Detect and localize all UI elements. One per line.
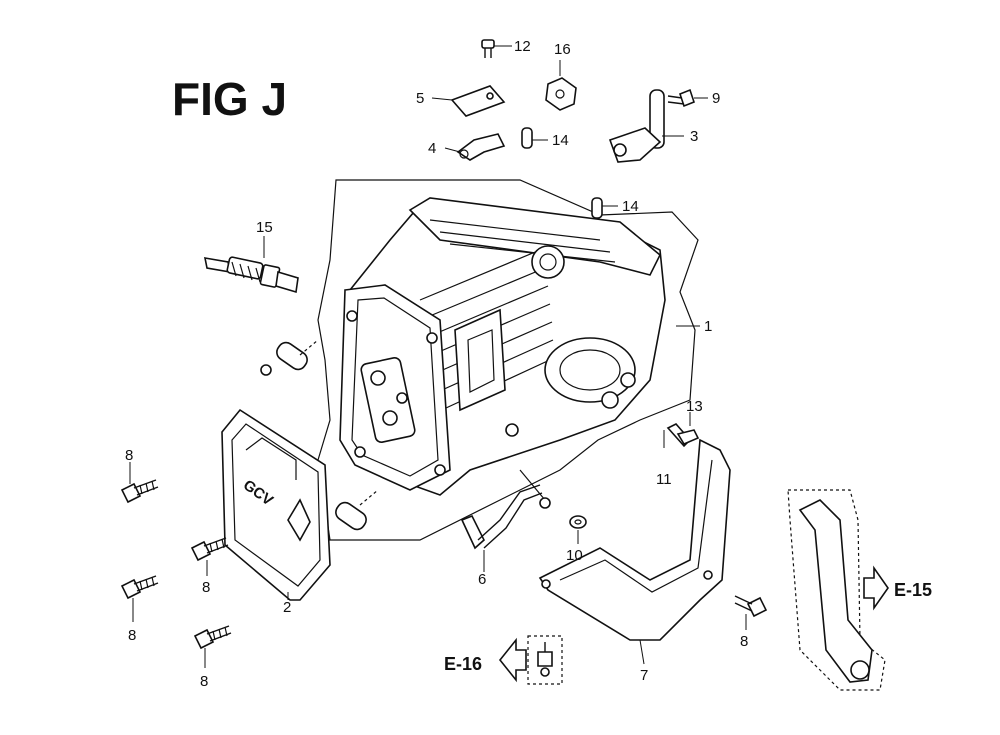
callout-12: 12 xyxy=(514,38,531,55)
spark-plug xyxy=(203,256,299,294)
figure-title: FIG J xyxy=(172,73,287,125)
callout-8-b: 8 xyxy=(202,579,210,596)
callout-9: 9 xyxy=(712,90,720,107)
bolt-8-b xyxy=(190,537,229,562)
bolt-12 xyxy=(481,39,495,58)
pin-14-b xyxy=(591,197,603,219)
holder-4 xyxy=(456,133,506,161)
callout-13: 13 xyxy=(686,398,703,415)
callout-1: 1 xyxy=(704,318,712,335)
nut-16 xyxy=(545,77,577,111)
dowel-pin-upper xyxy=(276,341,308,371)
air-guide-plate xyxy=(538,438,731,641)
small-washer-left xyxy=(260,364,272,376)
bolt-8-d xyxy=(193,625,232,650)
callout-7: 7 xyxy=(640,667,648,684)
reference-arrow-e16: E-16 xyxy=(444,635,563,685)
callout-14-top: 14 xyxy=(552,132,569,149)
callout-3: 3 xyxy=(690,128,698,145)
governor-arm xyxy=(608,89,665,163)
breather-tube xyxy=(460,469,551,550)
callout-14-mid: 14 xyxy=(622,198,639,215)
callout-10: 10 xyxy=(566,547,583,564)
washer-10 xyxy=(569,515,587,529)
callout-5: 5 xyxy=(416,90,424,107)
callout-8-d: 8 xyxy=(200,673,208,690)
bolt-8-a xyxy=(120,479,159,504)
reference-label-e16: E-16 xyxy=(444,654,482,674)
callout-15: 15 xyxy=(256,219,273,236)
callout-4: 4 xyxy=(428,140,436,157)
reference-hose-e15 xyxy=(787,489,886,691)
callout-16: 16 xyxy=(554,41,571,58)
callout-6: 6 xyxy=(478,571,486,588)
dowel-pin-lower xyxy=(335,501,367,531)
reference-arrow-e15: E-15 xyxy=(863,565,932,611)
bolt-9 xyxy=(667,88,695,108)
callout-2: 2 xyxy=(283,599,291,616)
plate-5 xyxy=(450,85,506,117)
callout-11: 11 xyxy=(656,471,672,488)
assembly-boundary xyxy=(317,179,699,541)
callout-8-a: 8 xyxy=(125,447,133,464)
callout-8-e: 8 xyxy=(740,633,748,650)
head-cover: GCV xyxy=(221,408,331,601)
reference-label-e15: E-15 xyxy=(894,580,932,600)
callout-8-c: 8 xyxy=(128,627,136,644)
bolt-8-c xyxy=(120,575,159,600)
bolt-8-e xyxy=(734,595,768,618)
clip-11-13 xyxy=(666,423,700,448)
cylinder-block xyxy=(339,197,666,496)
pin-14-a xyxy=(521,127,533,149)
